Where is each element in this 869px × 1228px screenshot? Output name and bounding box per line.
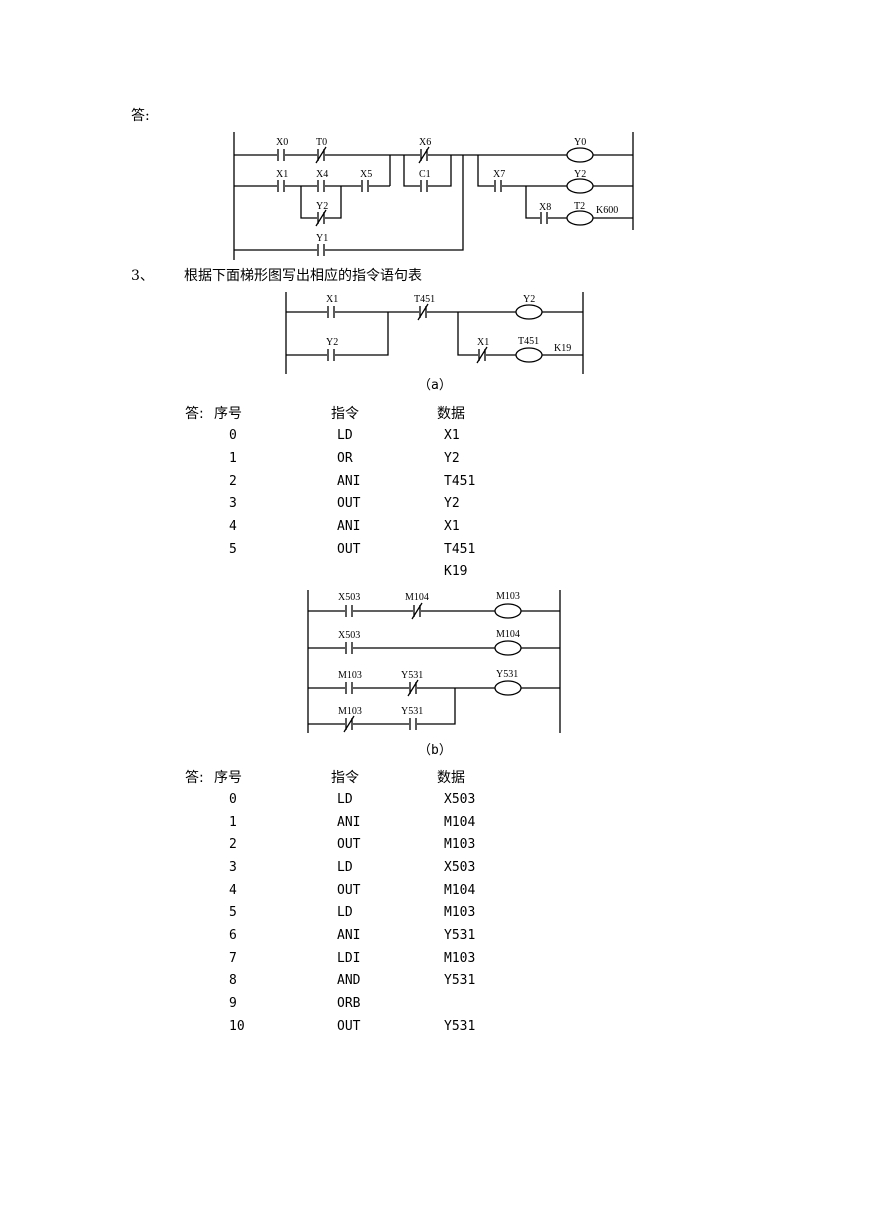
cell-data: M103 xyxy=(444,837,476,852)
cell-data: X1 xyxy=(444,519,460,534)
contact-label: M103 xyxy=(338,670,362,681)
cell-data: T451 xyxy=(444,474,476,489)
cell-instruction: LDI xyxy=(337,951,361,966)
cell-instruction: LD xyxy=(337,792,353,807)
cell-instruction: ORB xyxy=(337,996,361,1011)
coil-label: Y2 xyxy=(574,169,586,180)
contact-label: X4 xyxy=(316,169,328,180)
header-index: 序号 xyxy=(214,770,242,786)
cell-data: M103 xyxy=(444,905,476,920)
cell-instruction: OUT xyxy=(337,542,361,557)
contact-label: X1 xyxy=(477,337,489,348)
cell-index: 3 xyxy=(229,496,237,511)
question-number: 3、 xyxy=(131,268,154,284)
cell-index: 0 xyxy=(229,792,237,807)
cell-index: 4 xyxy=(229,519,237,534)
cell-data: Y531 xyxy=(444,973,476,988)
cell-data: T451 xyxy=(444,542,476,557)
cell-index: 8 xyxy=(229,973,237,988)
ladder-diagram-b: X503 M104 X503 M103 Y531 M103 Y531 M103 … xyxy=(307,590,561,733)
cell-instruction: ANI xyxy=(337,815,361,830)
coil-label: T451 xyxy=(518,336,539,347)
coil-label: T2 xyxy=(574,201,585,212)
contact-label: X503 xyxy=(338,592,360,603)
cell-data: M103 xyxy=(444,951,476,966)
contact-label: X1 xyxy=(326,294,338,305)
coil-label: Y531 xyxy=(496,669,518,680)
contact-label: C1 xyxy=(419,169,431,180)
cell-data: Y2 xyxy=(444,451,460,466)
contact-label: M104 xyxy=(405,592,429,603)
cell-instruction: ANI xyxy=(337,928,361,943)
contact-label: X6 xyxy=(419,137,431,148)
coil-label: M103 xyxy=(496,591,520,602)
constant-label: K19 xyxy=(554,343,571,354)
answer-label: 答: xyxy=(131,108,150,124)
cell-index: 1 xyxy=(229,815,237,830)
contact-label: Y531 xyxy=(401,670,423,681)
cell-index: 1 xyxy=(229,451,237,466)
cell-index: 5 xyxy=(229,905,237,920)
cell-data: X503 xyxy=(444,792,476,807)
cell-instruction: ANI xyxy=(337,474,361,489)
question-text: 根据下面梯形图写出相应的指令语句表 xyxy=(184,268,422,284)
cell-index: 10 xyxy=(229,1019,245,1034)
contact-label: X0 xyxy=(276,137,288,148)
caption-b: （b） xyxy=(418,743,452,758)
answer-label: 答: xyxy=(185,770,204,786)
answer-label: 答: xyxy=(185,406,204,422)
cell-instruction: LD xyxy=(337,860,353,875)
cell-data: Y531 xyxy=(444,928,476,943)
cell-index: 6 xyxy=(229,928,237,943)
cell-data: Y2 xyxy=(444,496,460,511)
cell-index: 3 xyxy=(229,860,237,875)
cell-data: M104 xyxy=(444,883,476,898)
cell-index: 0 xyxy=(229,428,237,443)
contact-label: M103 xyxy=(338,706,362,717)
cell-index: 5 xyxy=(229,542,237,557)
coil-label: Y0 xyxy=(574,137,586,148)
cell-index: 7 xyxy=(229,951,237,966)
cell-data: K19 xyxy=(444,564,468,579)
coil-label: M104 xyxy=(496,629,520,640)
cell-index: 9 xyxy=(229,996,237,1011)
cell-instruction: OR xyxy=(337,451,353,466)
contact-label: Y531 xyxy=(401,706,423,717)
caption-a: （a） xyxy=(418,378,452,393)
contact-label: X7 xyxy=(493,169,505,180)
contact-label: X5 xyxy=(360,169,372,180)
cell-data: X1 xyxy=(444,428,460,443)
contact-label: X503 xyxy=(338,630,360,641)
contact-label: Y1 xyxy=(316,233,328,244)
header-data: 数据 xyxy=(437,770,465,786)
cell-data: X503 xyxy=(444,860,476,875)
cell-instruction: OUT xyxy=(337,837,361,852)
ladder-diagram-a: X1 T451 Y2 X1 Y2 T451 K19 xyxy=(285,292,584,374)
cell-instruction: LD xyxy=(337,428,353,443)
coil-label: Y2 xyxy=(523,294,535,305)
cell-index: 2 xyxy=(229,474,237,489)
cell-instruction: ANI xyxy=(337,519,361,534)
contact-label: X8 xyxy=(539,202,551,213)
contact-label: Y2 xyxy=(326,337,338,348)
cell-data: Y531 xyxy=(444,1019,476,1034)
cell-data: M104 xyxy=(444,815,476,830)
contact-label: T0 xyxy=(316,137,327,148)
cell-index: 4 xyxy=(229,883,237,898)
header-instruction: 指令 xyxy=(331,406,359,422)
cell-instruction: AND xyxy=(337,973,361,988)
contact-label: X1 xyxy=(276,169,288,180)
ladder-diagram-1: X0 T0 X6 X1 X4 X5 C1 X7 Y2 X8 Y1 Y0 Y2 T… xyxy=(233,132,634,260)
cell-instruction: LD xyxy=(337,905,353,920)
cell-index: 2 xyxy=(229,837,237,852)
header-data: 数据 xyxy=(437,406,465,422)
header-instruction: 指令 xyxy=(331,770,359,786)
cell-instruction: OUT xyxy=(337,883,361,898)
cell-instruction: OUT xyxy=(337,1019,361,1034)
cell-instruction: OUT xyxy=(337,496,361,511)
contact-label: Y2 xyxy=(316,201,328,212)
header-index: 序号 xyxy=(214,406,242,422)
constant-label: K600 xyxy=(596,205,618,216)
contact-label: T451 xyxy=(414,294,435,305)
